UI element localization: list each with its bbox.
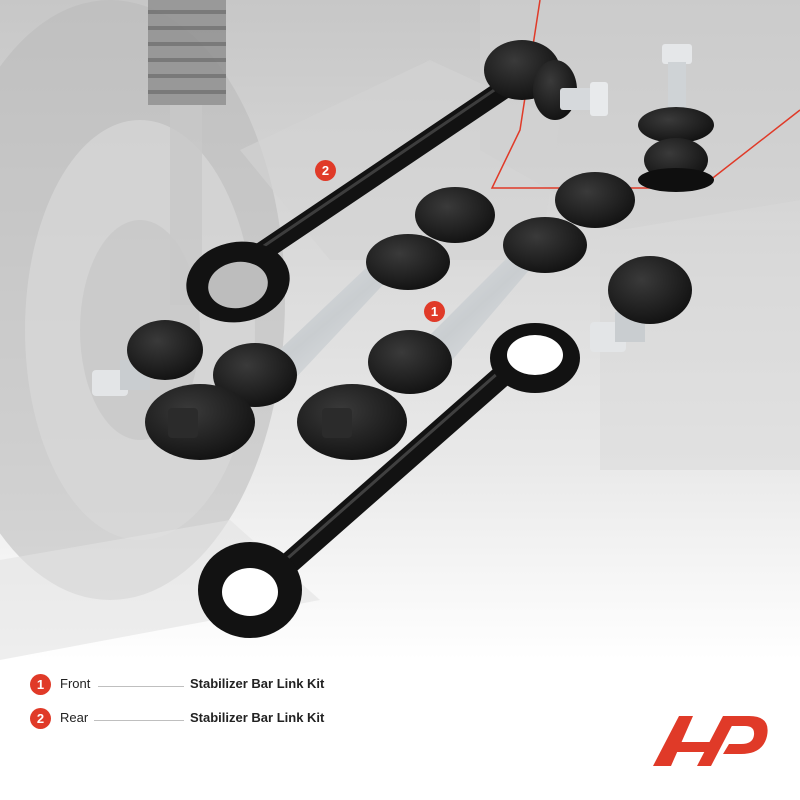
callout-badge-1: 1: [424, 301, 445, 322]
right-bolt-bushing: [590, 256, 692, 352]
legend-position: Front: [60, 676, 91, 691]
a-premium-logo-icon: [653, 716, 768, 766]
legend-badge: 1: [30, 674, 51, 695]
long-stabilizer-link: [198, 323, 580, 638]
left-bolt-bushing: [92, 320, 203, 396]
legend-row-rear: 2 Rear Stabilizer Bar Link Kit: [30, 708, 450, 730]
bolt-and-bushing: [638, 44, 714, 192]
callout-badge-2: 2: [315, 160, 336, 181]
legend-leader-line: [98, 686, 184, 687]
legend-position: Rear: [60, 710, 89, 725]
legend-description: Stabilizer Bar Link Kit: [190, 676, 325, 691]
legend-row-front: 1 Front Stabilizer Bar Link Kit: [30, 674, 450, 696]
front-stabilizer-links: [145, 172, 635, 460]
legend-leader-line: [94, 720, 184, 721]
legend-badge: 2: [30, 708, 51, 729]
rear-stabilizer-link: [186, 40, 608, 323]
legend-description: Stabilizer Bar Link Kit: [190, 710, 325, 725]
